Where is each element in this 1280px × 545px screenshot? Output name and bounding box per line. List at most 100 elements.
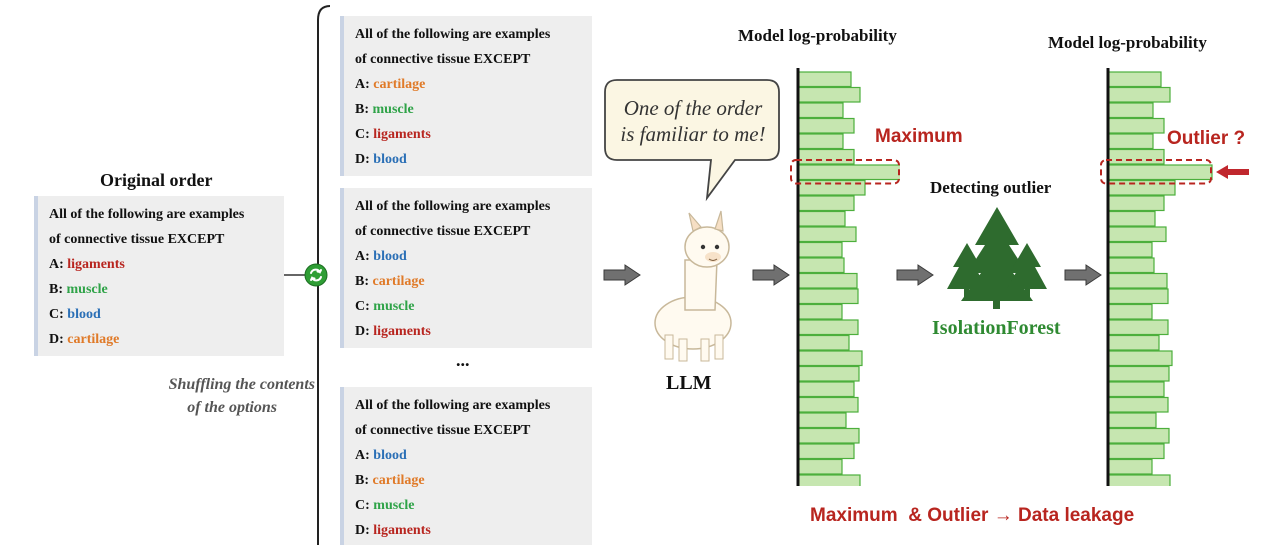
question-line-2: of connective tissue EXCEPT <box>355 423 531 438</box>
maximum-label: Maximum <box>875 126 963 147</box>
speech-line-2: is familiar to me! <box>620 122 766 146</box>
detecting-outlier-label: Detecting outlier <box>930 178 1052 197</box>
logprob-bar <box>797 241 843 258</box>
question-line-1: All of the following are examples <box>355 398 551 413</box>
option-c: C: muscle <box>355 498 415 513</box>
logprob-bar <box>797 210 846 227</box>
shuffled-card-1: All of the following are examples of con… <box>340 16 592 176</box>
llm-label: LLM <box>666 372 712 394</box>
arrow-right-icon <box>603 264 641 286</box>
logprob-bar <box>1107 412 1157 429</box>
highlight-box <box>790 159 900 185</box>
left-chart-title: Model log-probability <box>738 26 897 45</box>
logprob-bar <box>1107 334 1160 351</box>
shuffled-card-3: All of the following are examples of con… <box>340 387 592 545</box>
logprob-bar <box>797 458 843 475</box>
option-d: D: ligaments <box>355 324 431 339</box>
logprob-bar <box>1107 350 1173 367</box>
alpaca-llm-icon <box>654 210 732 362</box>
logprob-bar <box>797 86 861 103</box>
original-question-card: All of the following are examples of con… <box>34 196 284 356</box>
option-c: C: blood <box>49 307 101 322</box>
right-logprob-chart <box>1100 68 1213 486</box>
original-order-title: Original order <box>100 170 213 190</box>
logprob-bar <box>797 133 844 150</box>
logprob-bar <box>797 365 860 382</box>
logprob-bar <box>1107 86 1171 103</box>
logprob-bar <box>1107 427 1170 444</box>
tree-icon <box>947 207 1047 309</box>
logprob-bar <box>1107 148 1165 165</box>
option-a: A: blood <box>355 249 407 264</box>
logprob-bar <box>797 412 847 429</box>
speech-bubble <box>604 79 780 202</box>
arrow-right-icon <box>1064 264 1102 286</box>
logprob-bar <box>797 396 859 413</box>
arrow-right-icon <box>896 264 934 286</box>
right-chart-title: Model log-probability <box>1048 33 1207 52</box>
logprob-bar <box>797 288 859 305</box>
logprob-bar <box>1107 71 1162 88</box>
option-a: A: cartilage <box>355 77 426 92</box>
logprob-bar <box>797 195 855 212</box>
shuffle-caption-line-2: of the options <box>187 399 277 416</box>
option-d: D: ligaments <box>355 523 431 538</box>
speech-bubble-text: One of the order is familiar to me! <box>607 95 779 147</box>
logprob-bar <box>797 272 858 289</box>
logprob-bar <box>1107 133 1154 150</box>
question-line-2: of connective tissue EXCEPT <box>49 232 225 247</box>
logprob-bar <box>797 334 850 351</box>
outlier-label: Outlier ? <box>1167 128 1246 149</box>
logprob-bar <box>797 257 845 274</box>
logprob-bar <box>797 117 855 134</box>
logprob-bar <box>797 350 863 367</box>
logprob-bar <box>1107 195 1165 212</box>
question-line-1: All of the following are examples <box>355 27 551 42</box>
isolation-forest-label: IsolationForest <box>932 317 1061 339</box>
logprob-bar <box>797 164 900 181</box>
shuffle-icon <box>304 263 328 287</box>
logprob-bar <box>797 381 855 398</box>
question-line-2: of connective tissue EXCEPT <box>355 52 531 67</box>
shuffle-caption-line-1: Shuffling the contents <box>168 376 315 393</box>
logprob-bar <box>797 443 855 460</box>
option-a: A: ligaments <box>49 257 125 272</box>
logprob-bar <box>1107 164 1213 181</box>
logprob-bar <box>1107 288 1169 305</box>
logprob-bar <box>1107 396 1169 413</box>
option-c: C: muscle <box>355 299 415 314</box>
logprob-bar <box>1107 226 1167 243</box>
question-line-2: of connective tissue EXCEPT <box>355 224 531 239</box>
highlight-box <box>1100 159 1212 185</box>
logprob-bar <box>1107 257 1155 274</box>
logprob-bar <box>797 427 860 444</box>
shuffle-caption: Shuffling the contents of the options <box>125 373 315 419</box>
logprob-bar <box>1107 319 1169 336</box>
left-arrow-icon <box>1216 165 1249 179</box>
question-line-1: All of the following are examples <box>355 199 551 214</box>
option-b: B: cartilage <box>355 473 425 488</box>
logprob-bar <box>797 226 857 243</box>
logprob-bar <box>1107 365 1170 382</box>
left-logprob-chart <box>790 68 900 486</box>
option-a: A: blood <box>355 448 407 463</box>
option-d: D: blood <box>355 152 407 167</box>
logprob-bar <box>1107 241 1153 258</box>
logprob-bar <box>1107 443 1165 460</box>
shuffled-card-2: All of the following are examples of con… <box>340 188 592 348</box>
logprob-bar <box>1107 210 1156 227</box>
logprob-bar <box>1107 474 1171 486</box>
bottom-caption: Maximum & Outlier → Data leakage <box>810 505 1135 526</box>
option-b: B: muscle <box>49 282 108 297</box>
logprob-bar <box>797 71 852 88</box>
logprob-bar <box>1107 458 1153 475</box>
logprob-bar <box>797 303 843 320</box>
ellipsis: ... <box>456 350 470 370</box>
option-b: B: cartilage <box>355 274 425 289</box>
logprob-bar <box>1107 272 1168 289</box>
logprob-bar <box>797 148 855 165</box>
option-d: D: cartilage <box>49 332 120 347</box>
logprob-bar <box>797 474 861 486</box>
question-line-1: All of the following are examples <box>49 207 245 222</box>
speech-line-1: One of the order <box>623 96 763 120</box>
